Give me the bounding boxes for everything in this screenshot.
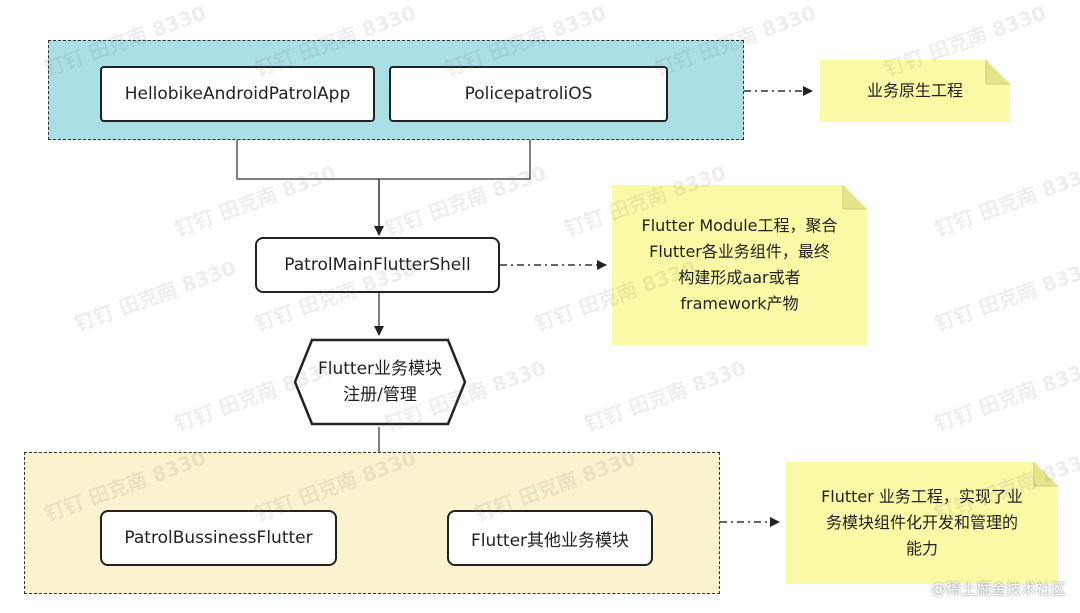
other-modules-node: Flutter其他业务模块 xyxy=(447,510,653,566)
module-note-line: Flutter各业务组件，最终 xyxy=(649,242,830,261)
main-flutter-shell-node: PatrolMainFlutterShell xyxy=(255,237,500,293)
module-register-node: Flutter业务模块 注册/管理 xyxy=(292,337,468,427)
ios-app-label: PolicepatroliOS xyxy=(464,84,593,104)
native-note-line: 业务原生工程 xyxy=(866,81,963,100)
business-note-line: Flutter 业务工程，实现了业 xyxy=(821,487,1023,506)
apps-merge-line xyxy=(236,122,531,180)
module-note-line: framework产物 xyxy=(680,294,799,313)
module-note-line: 构建形成aar或者 xyxy=(678,268,801,287)
business-note-line: 务模块组件化开发和管理的 xyxy=(825,513,1018,532)
other-modules-label: Flutter其他业务模块 xyxy=(470,530,630,551)
note-shape xyxy=(612,185,867,345)
ios-app-node: PolicepatroliOS xyxy=(389,66,668,122)
module-note-line: Flutter Module工程，聚合 xyxy=(641,216,838,235)
business-project-note: Flutter 业务工程，实现了业 务模块组件化开发和管理的 能力 xyxy=(786,462,1058,584)
module-register-label-line2: 注册/管理 xyxy=(343,385,417,405)
patrol-business-label: PatrolBussinessFlutter xyxy=(124,528,313,548)
hexagon-shape xyxy=(293,338,467,426)
native-project-note: 业务原生工程 xyxy=(820,60,1010,122)
note-shape xyxy=(786,462,1058,584)
credit-text: @稀土掘金技术社区 xyxy=(930,580,1066,598)
business-note-line: 能力 xyxy=(905,539,938,558)
note-shape xyxy=(820,60,1010,122)
android-app-label: HellobikeAndroidPatrolApp xyxy=(124,84,351,104)
module-register-label-line1: Flutter业务模块 xyxy=(317,359,443,379)
flutter-module-note: Flutter Module工程，聚合 Flutter各业务组件，最终 构建形成… xyxy=(612,185,867,345)
patrol-business-node: PatrolBussinessFlutter xyxy=(100,510,337,566)
main-flutter-shell-label: PatrolMainFlutterShell xyxy=(284,255,471,275)
android-app-node: HellobikeAndroidPatrolApp xyxy=(100,66,375,122)
